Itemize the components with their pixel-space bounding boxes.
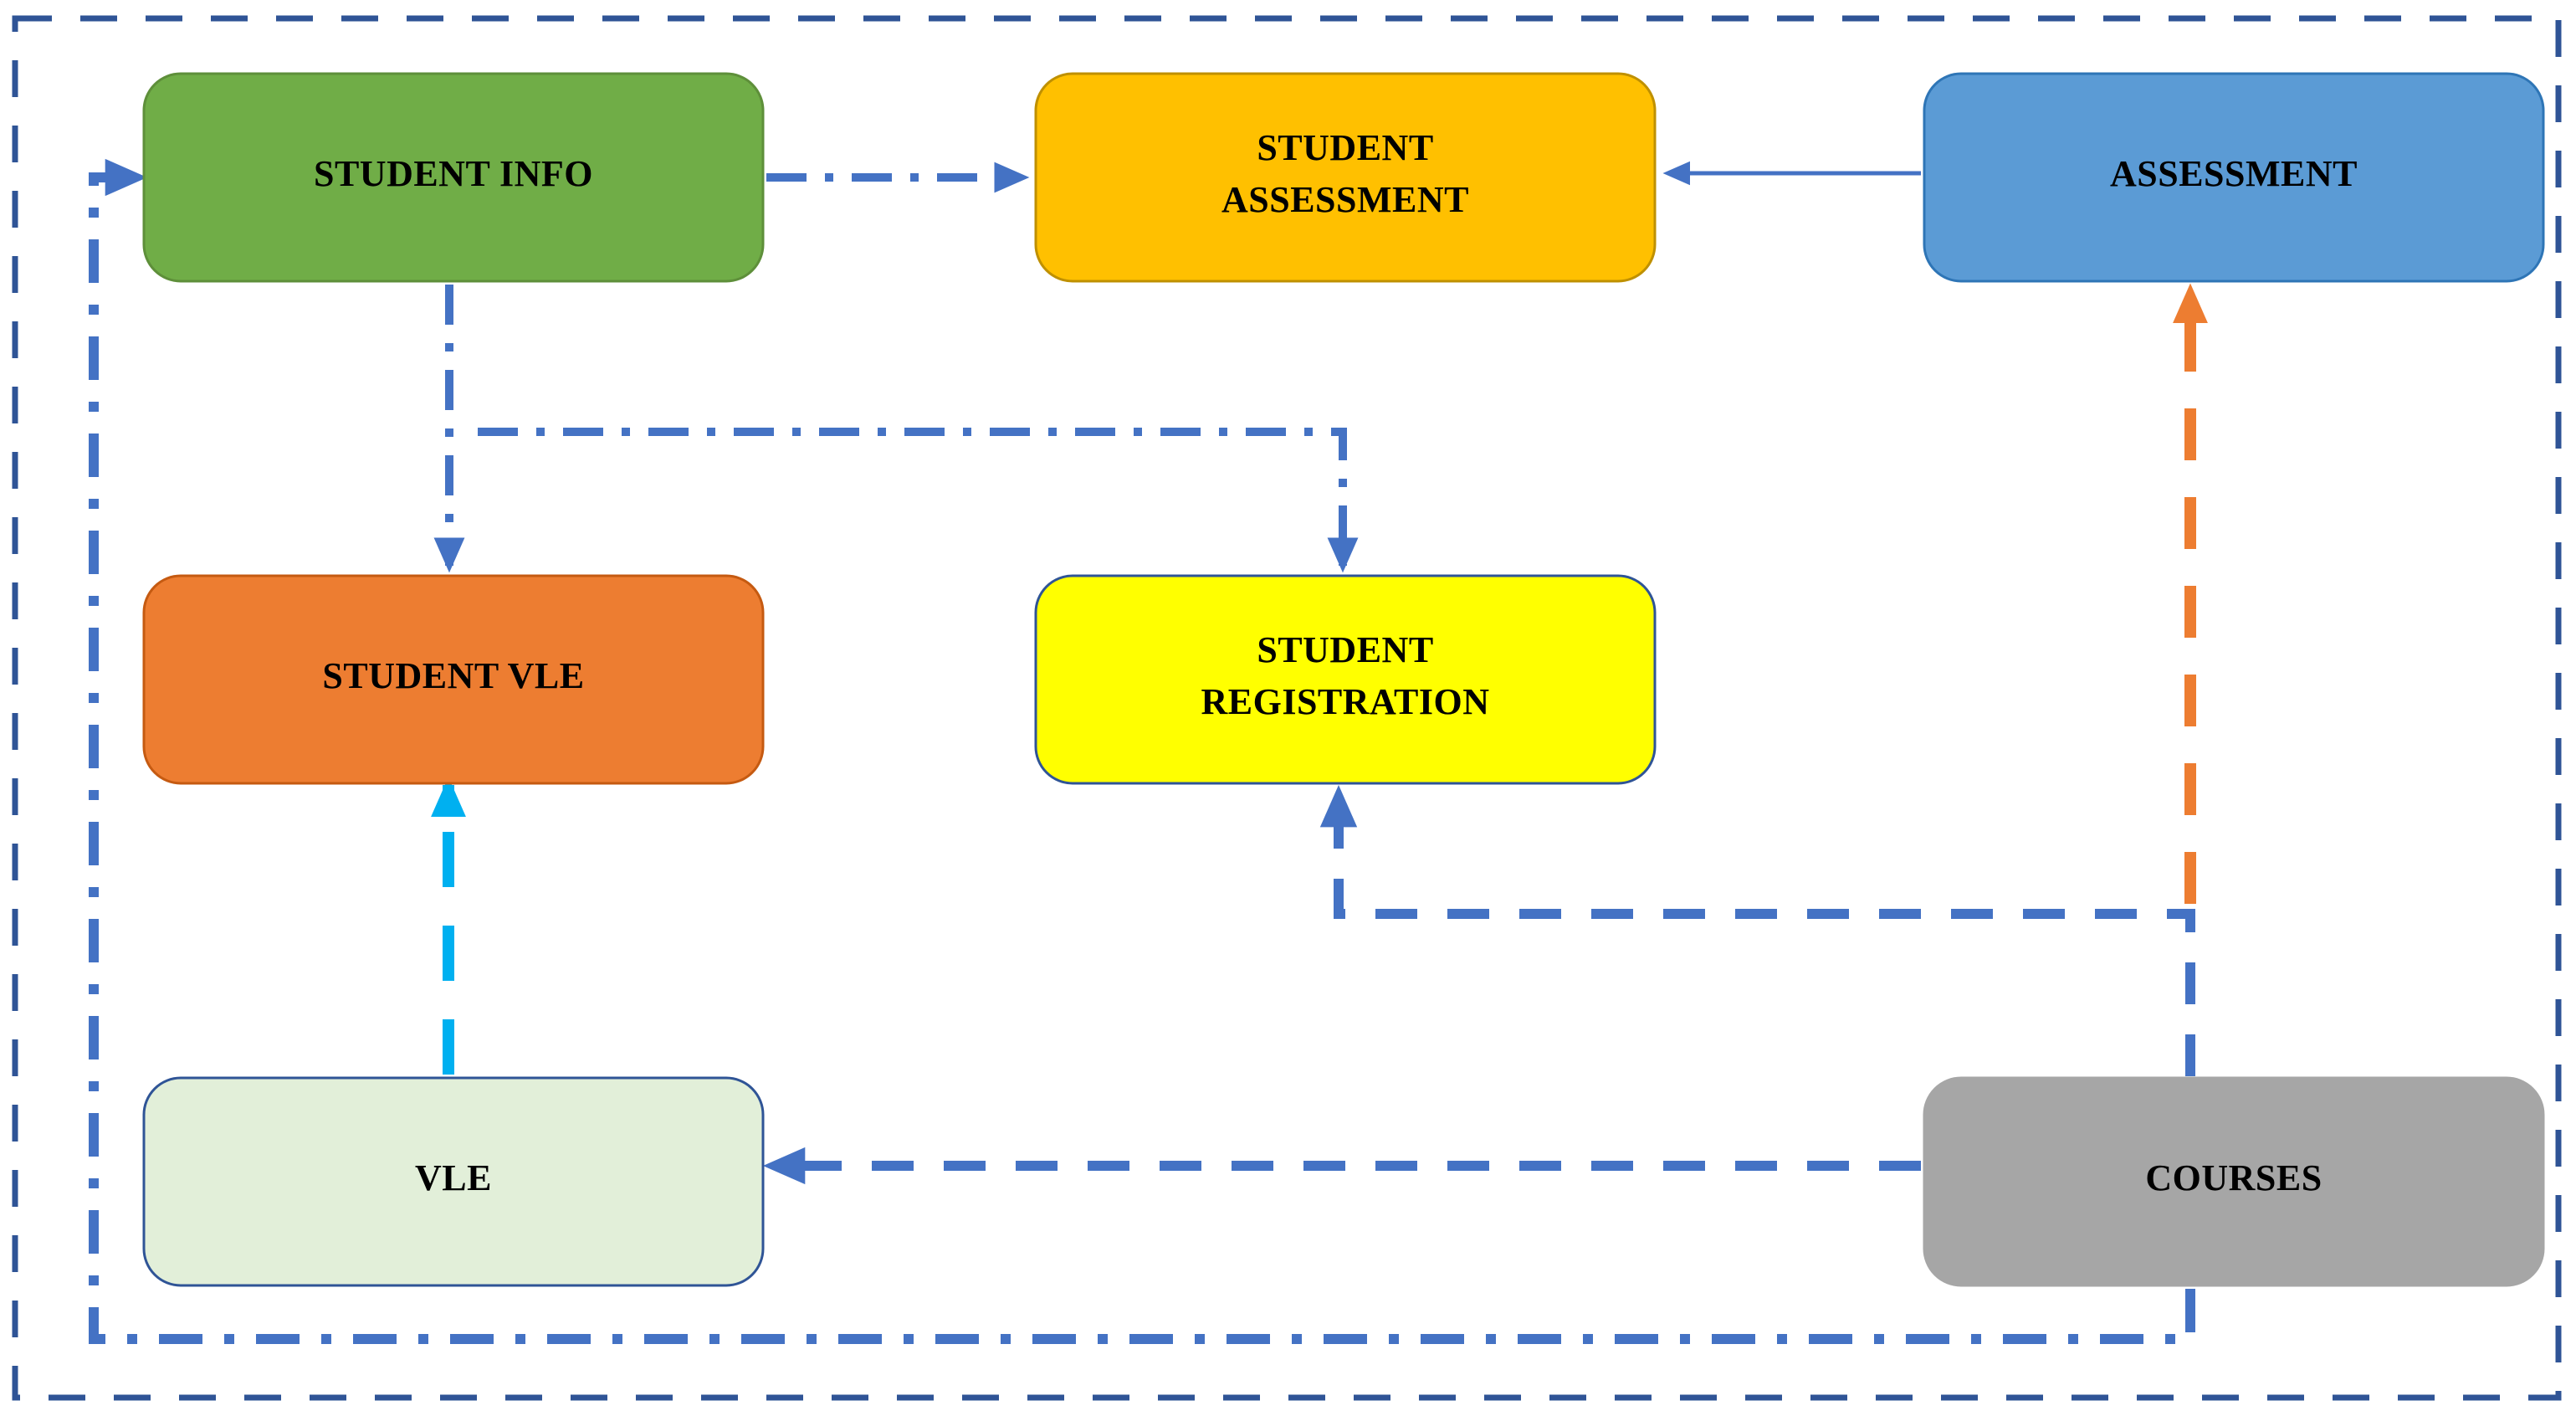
node-vle[interactable]: VLE xyxy=(142,1076,765,1287)
connectors-layer xyxy=(89,158,2208,1344)
node-student-vle[interactable]: STUDENT VLE xyxy=(142,574,765,785)
connector-courses-loop-to-student-info xyxy=(89,158,2195,1344)
node-student-assessment[interactable]: STUDENT ASSESSMENT xyxy=(1034,72,1657,283)
node-label-student-assessment: STUDENT xyxy=(1257,127,1433,168)
node-courses[interactable]: COURSES xyxy=(1923,1076,2545,1287)
node-box-vle[interactable] xyxy=(142,1076,765,1287)
connector-student-info-to-student-registration xyxy=(478,428,1359,573)
node-label-student-vle: STUDENT VLE xyxy=(322,655,584,696)
node-student-info[interactable]: STUDENT INFO xyxy=(142,72,765,283)
node-label-student-registration: REGISTRATION xyxy=(1201,681,1489,722)
node-student-registration[interactable]: STUDENT REGISTRATION xyxy=(1034,574,1657,785)
node-label-student-info: STUDENT INFO xyxy=(314,153,593,194)
node-box-courses[interactable] xyxy=(1923,1076,2545,1287)
connector-courses-to-student-registration xyxy=(1319,784,2195,1076)
node-label-vle: VLE xyxy=(415,1157,492,1198)
node-label-assessment: ASSESSMENT xyxy=(2110,153,2358,194)
node-box-student-info[interactable] xyxy=(142,72,765,283)
node-box-student-assessment[interactable] xyxy=(1034,72,1657,283)
node-label-student-registration: STUDENT xyxy=(1257,629,1433,670)
node-label-student-assessment: ASSESSMENT xyxy=(1221,179,1469,220)
node-box-assessment[interactable] xyxy=(1923,72,2545,283)
node-assessment[interactable]: ASSESSMENT xyxy=(1923,72,2545,283)
node-box-student-vle[interactable] xyxy=(142,574,765,785)
node-box-student-registration[interactable] xyxy=(1034,574,1657,785)
node-label-courses: COURSES xyxy=(2145,1157,2322,1198)
nodes-layer: STUDENT INFOSTUDENTASSESSMENTASSESSMENTS… xyxy=(142,72,2545,1287)
dataset-boundary xyxy=(12,15,2562,1401)
